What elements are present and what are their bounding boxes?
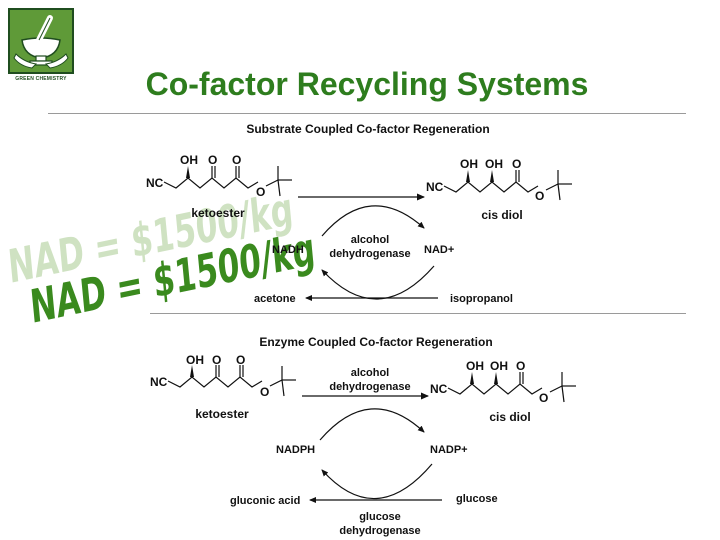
logo-caption: GREEN CHEMISTRY [15,76,67,82]
scheme2-cycle-bottom-arrow [321,463,433,500]
scheme2-coproduct: gluconic acid [230,495,300,507]
scheme1-coproduct: acetone [254,293,296,305]
title-divider [48,113,686,114]
scheme2-ketoester-oh: OH [186,353,204,367]
scheme2-product-name: cis diol [489,410,530,424]
scheme1-ketoester-structure: NC OH O O O [146,153,292,199]
scheme2-diol-oh2: OH [490,359,508,373]
scheme1-cycle-bottom-arrow [321,265,435,300]
scheme2-diol-oester: O [539,391,548,405]
scheme-divider [150,313,686,314]
slide-title: Co-factor Recycling Systems [145,66,589,102]
scheme2-diol-nc: NC [430,382,448,396]
scheme1-nad-plus: NAD+ [424,244,454,256]
scheme2-ketoester-structure: NC OH O O O [150,353,296,399]
scheme1-ketoester-oester: O [256,185,265,199]
scheme1-ketoester-oh: OH [180,153,198,167]
scheme1-ketoester-nc: NC [146,176,164,190]
scheme1-cycle-top-arrow [321,205,425,237]
scheme2-diol-o: O [516,359,525,373]
scheme2-recycle-enzyme-line2: dehydrogenase [339,525,420,537]
scheme1-cisdiol-structure: NC OH OH O O [426,157,572,203]
scheme1-diol-oh1: OH [460,157,478,171]
scheme2-enzyme-line2: dehydrogenase [329,381,410,393]
scheme2-diol-oh1: OH [466,359,484,373]
scheme2-cycle-top-arrow [319,408,425,441]
scheme2-cisdiol-structure: NC OH OH O O [430,359,576,405]
scheme1-enzyme-line2: dehydrogenase [329,248,410,260]
green-chemistry-logo: GREEN CHEMISTRY [8,8,74,82]
scheme1-ketoester-o2: O [232,153,241,167]
scheme1-nadh: NADH [272,244,304,256]
scheme2-ketoester-o1: O [212,353,221,367]
scheme2-ketoester-oester: O [260,385,269,399]
scheme1-ketoester-o1: O [208,153,217,167]
scheme1-diol-oester: O [535,189,544,203]
scheme2-heading: Enzyme Coupled Co-factor Regeneration [259,335,492,349]
scheme1-product-name: cis diol [481,208,522,222]
scheme2-ketoester-o2: O [236,353,245,367]
scheme2-recycle-enzyme-line1: glucose [359,511,401,523]
scheme2-substrate-name: ketoester [195,407,249,421]
scheme1-heading: Substrate Coupled Co-factor Regeneration [246,122,489,136]
scheme2-ketoester-nc: NC [150,375,168,389]
mortar-pestle-icon [8,8,74,74]
scheme2-cosubstrate: glucose [456,493,498,505]
scheme1-cosubstrate: isopropanol [450,293,513,305]
scheme1-substrate-name: ketoester [191,206,245,220]
scheme2-nadph: NADPH [276,444,315,456]
scheme1-diol-o: O [512,157,521,171]
scheme2-enzyme-line1: alcohol [351,367,390,379]
scheme1-diol-nc: NC [426,180,444,194]
scheme2-nadp-plus: NADP+ [430,444,468,456]
scheme1-enzyme-line1: alcohol [351,234,390,246]
scheme1-diol-oh2: OH [485,157,503,171]
